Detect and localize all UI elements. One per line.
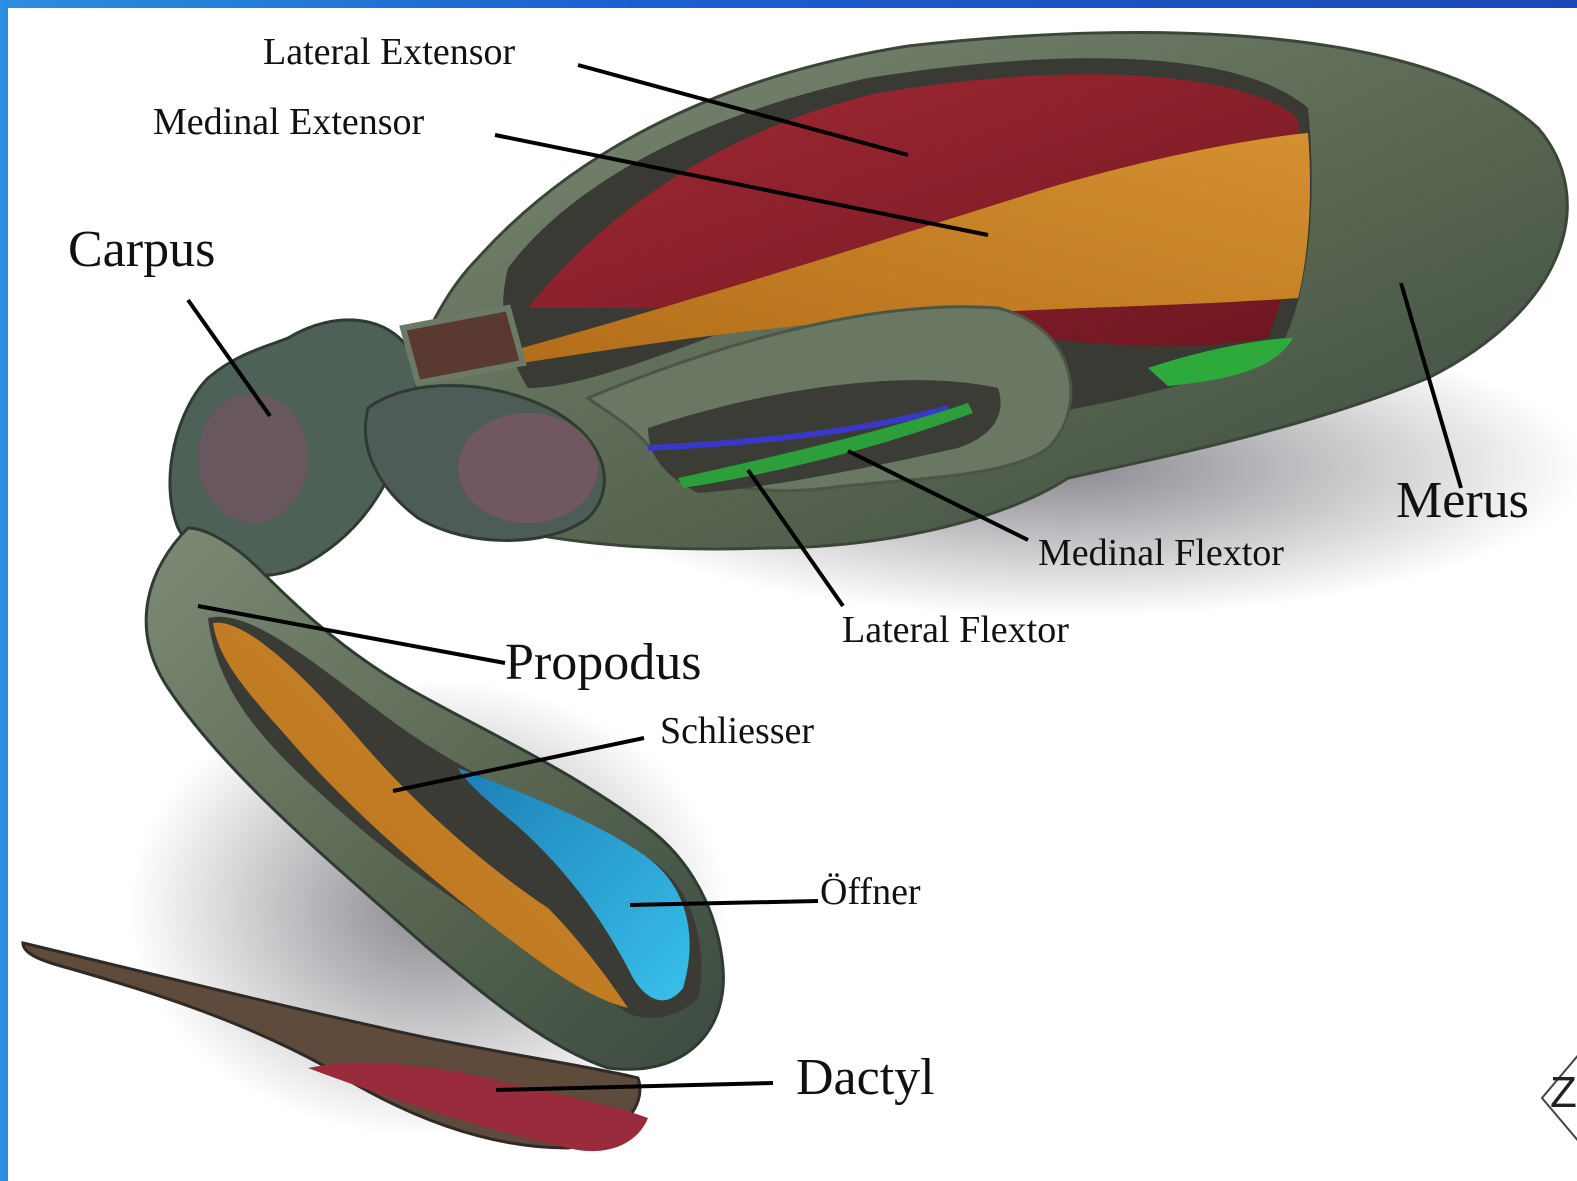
claw-anatomy-illustration (8, 8, 1577, 1181)
carpus-bulge (198, 393, 308, 523)
label-medinal-extensor: Medinal Extensor (153, 100, 424, 144)
label-schliesser: Schliesser (660, 709, 814, 753)
label-carpus: Carpus (68, 220, 215, 279)
label-lateral-extensor: Lateral Extensor (263, 30, 515, 74)
label-propodus: Propodus (505, 633, 701, 692)
label-merus: Merus (1396, 471, 1529, 530)
label-medinal-flextor: Medinal Flextor (1038, 531, 1284, 575)
label-lateral-flextor: Lateral Flextor (842, 608, 1069, 652)
diagram-panel: Lateral Extensor Medinal Extensor Carpus… (8, 8, 1577, 1181)
carpus-knob-inner (458, 413, 598, 523)
next-slide-button-label: Z (1550, 1068, 1577, 1118)
label-dactyl: Dactyl (796, 1048, 935, 1107)
label-offner: Öffner (820, 870, 921, 914)
